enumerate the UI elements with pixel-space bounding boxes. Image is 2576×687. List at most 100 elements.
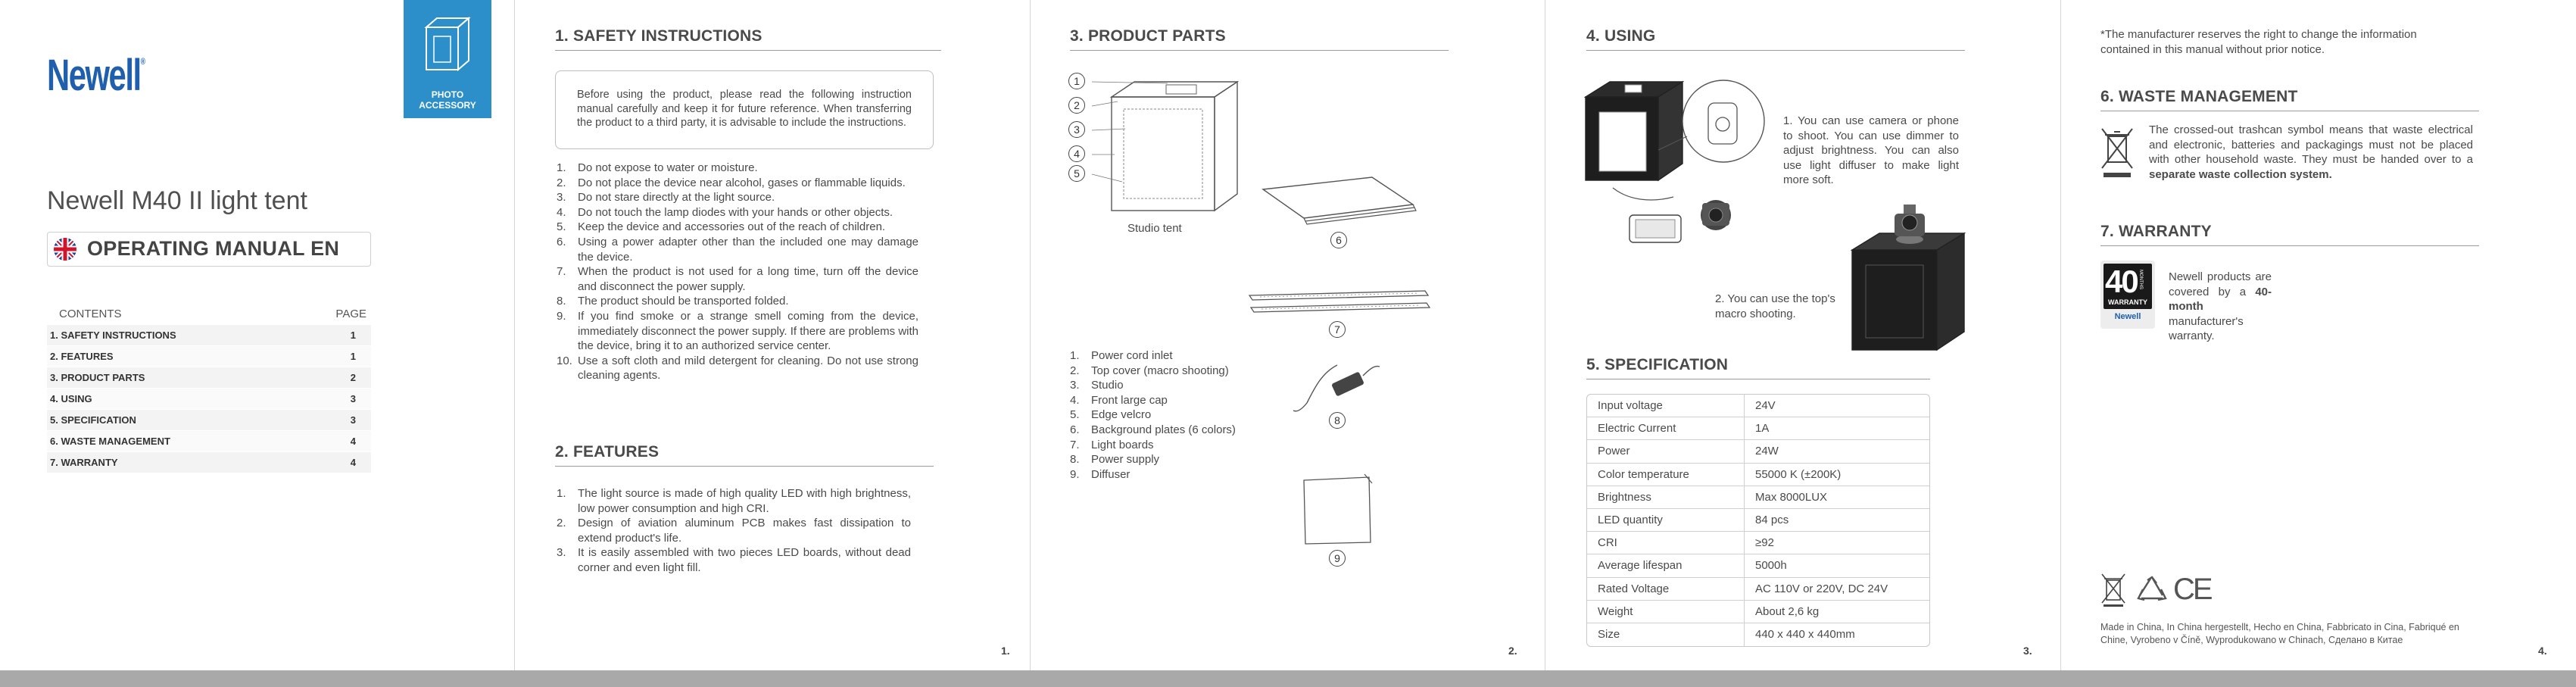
made-in-text: Made in China, In China hergestellt, Hec…: [2100, 622, 2459, 645]
spec-value: Max 8000LUX: [1755, 490, 1828, 504]
page-number: 1.: [1001, 645, 1010, 657]
page-number: 3.: [2023, 645, 2032, 657]
page-number: 4.: [2538, 645, 2547, 657]
spec-value: About 2,6 kg: [1755, 604, 1820, 618]
spec-value: 1A: [1755, 422, 1770, 436]
spec-key: LED quantity: [1587, 508, 1745, 532]
spec-table: Input voltage 24V Electric Current 1A Power 2…: [1586, 394, 1930, 648]
callout-8: 8: [1329, 412, 1346, 429]
bottom-bar: [0, 670, 2576, 687]
list-item: 7.Light boards: [1070, 438, 1154, 451]
crossed-bin-icon: [2101, 128, 2133, 177]
waste-text: The crossed-out trashcan symbol means th…: [2149, 123, 2473, 181]
toc-page: 4: [350, 436, 356, 447]
list-item: 6.Using a power adapter other than the i…: [557, 235, 918, 264]
safety-heading: 1. SAFETY INSTRUCTIONS: [555, 27, 941, 51]
studio-caption: Studio tent: [1127, 222, 1182, 235]
toc-label: 1. SAFETY INSTRUCTIONS: [50, 329, 176, 341]
warranty-badge: 40 MONTHS WARRANTY Newell: [2100, 261, 2155, 329]
list-item: 5.Edge velcro: [1070, 408, 1152, 422]
spec-heading: 5. SPECIFICATION: [1586, 356, 1930, 379]
list-item: 6.Background plates (6 colors): [1070, 423, 1236, 436]
list-item: 2.Do not place the device near alcohol, …: [557, 176, 906, 189]
toc-label: 5. SPECIFICATION: [50, 414, 136, 426]
list-item: 9.Diffuser: [1070, 467, 1131, 481]
diffuser-illustration: [1303, 473, 1373, 545]
toc-label: 4. USING: [50, 393, 92, 404]
page-number: 2.: [1508, 645, 1517, 657]
using-text-2: 2. You can use the top's macro shooting.: [1715, 292, 1835, 320]
spec-row: CRI≥92: [1587, 532, 1929, 555]
recycle-icon: [2137, 576, 2167, 601]
spec-key: Brightness: [1587, 486, 1745, 508]
toc-header: CONTENTS PAGE: [59, 308, 366, 320]
using-heading: 4. USING: [1586, 27, 1965, 51]
page-divider: [1030, 0, 1031, 670]
spec-value: 24V: [1755, 399, 1776, 413]
spec-key: Size: [1587, 623, 1745, 647]
spec-row: Power 24W: [1587, 440, 1929, 464]
list-item: 3.Do not stare directly at the light sou…: [557, 191, 775, 205]
spec-key: Rated Voltage: [1587, 577, 1745, 600]
callout-7: 7: [1329, 321, 1346, 338]
light-boards-illustration: [1248, 290, 1431, 313]
badge-label: PHOTO ACCESSORY: [419, 89, 476, 111]
callout-9: 9: [1329, 550, 1346, 567]
list-item: 7.When the product is not used for a lon…: [557, 265, 918, 293]
callout-6: 6: [1330, 232, 1347, 248]
toc-row[interactable]: 7. WARRANTY 4: [47, 452, 371, 473]
warranty-heading: 7. WARRANTY: [2100, 223, 2479, 246]
spec-key: CRI: [1587, 532, 1745, 554]
spec-value: 440 x 440 x 440mm: [1755, 628, 1855, 642]
list-item: 9.If you find smoke or a strange smell c…: [557, 309, 918, 353]
power-supply-illustration: [1293, 364, 1380, 412]
photo-accessory-badge: PHOTO ACCESSORY: [404, 0, 491, 118]
page-divider: [514, 0, 515, 670]
safety-intro: Before using the product, please read th…: [555, 70, 934, 149]
list-item: 2.Top cover (macro shooting): [1070, 364, 1229, 377]
manual-title-box: OPERATING MANUAL EN: [47, 232, 371, 267]
list-item: 1.Do not expose to water or moisture.: [557, 161, 758, 174]
spec-row: Electric Current 1A: [1587, 417, 1929, 441]
spec-value: 24W: [1755, 445, 1779, 458]
spec-key: Color temperature: [1587, 463, 1745, 486]
list-item: 3.It is easily assembled with two pieces…: [557, 546, 911, 574]
page-divider: [2060, 0, 2061, 670]
spec-row: Size 440 x 440 x 440mm: [1587, 623, 1929, 647]
background-plates-illustration: [1261, 176, 1417, 225]
toc-page: 2: [350, 372, 356, 383]
waste-heading: 6. WASTE MANAGEMENT: [2100, 88, 2479, 111]
spec-key: Input voltage: [1587, 395, 1745, 417]
light-box-dimmer-illustration: [1583, 80, 1765, 243]
top-macro-illustration: [1850, 205, 1966, 351]
toc-row[interactable]: 3. PRODUCT PARTS 2: [47, 367, 371, 389]
brand-logo: Newell®: [47, 51, 146, 100]
spec-key: Power: [1587, 440, 1745, 463]
spec-value: AC 110V or 220V, DC 24V: [1755, 582, 1888, 595]
spec-key: Electric Current: [1587, 417, 1745, 440]
list-item: 4.Front large cap: [1070, 393, 1168, 407]
spec-row: Brightness Max 8000LUX: [1587, 486, 1929, 509]
toc-label: 3. PRODUCT PARTS: [50, 372, 145, 383]
callout-3: 3: [1068, 121, 1085, 138]
spec-row: Rated Voltage AC 110V or 220V, DC 24V: [1587, 577, 1929, 601]
toc-page: 1: [350, 351, 356, 362]
callout-4: 4: [1068, 145, 1085, 162]
spec-value: 84 pcs: [1755, 514, 1789, 527]
warranty-text: Newell products are covered by a 40-mont…: [2169, 270, 2272, 342]
uk-flag-icon: [54, 238, 76, 261]
list-item: 4.Do not touch the lamp diodes with your…: [557, 205, 893, 219]
studio-tent-illustration: [1091, 80, 1240, 212]
callout-5: 5: [1068, 165, 1085, 182]
list-item: 5.Keep the device and accessories out of…: [557, 220, 886, 234]
toc-page: 4: [350, 457, 356, 468]
toc-label: 7. WARRANTY: [50, 457, 118, 468]
